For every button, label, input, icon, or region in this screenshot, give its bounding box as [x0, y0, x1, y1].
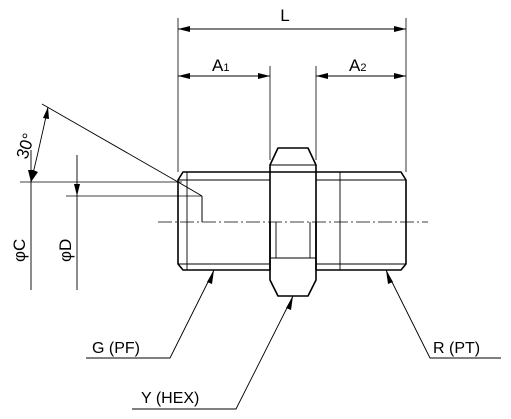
phi-c-label: φC [10, 239, 29, 262]
callout-left-thread: G (PF) [92, 340, 140, 357]
dimension-l-label: L [280, 6, 289, 25]
right-thread-body [315, 171, 407, 271]
dimension-a2-label: A2 [349, 56, 366, 75]
angle-label: 30° [13, 131, 39, 161]
callout-hex: Y (HEX) [141, 390, 199, 407]
angle-reference-line [41, 103, 179, 183]
left-thread-body [177, 171, 271, 271]
hex-lower-body [269, 222, 317, 297]
hex-body [269, 147, 317, 173]
extension-lines [20, 18, 407, 197]
leader-lines [86, 269, 501, 410]
phi-d-label: φD [56, 239, 75, 262]
dimension-a1-label: A1 [212, 56, 229, 75]
dimension-lines [28, 26, 406, 290]
callout-right-thread: R (PT) [433, 340, 480, 357]
